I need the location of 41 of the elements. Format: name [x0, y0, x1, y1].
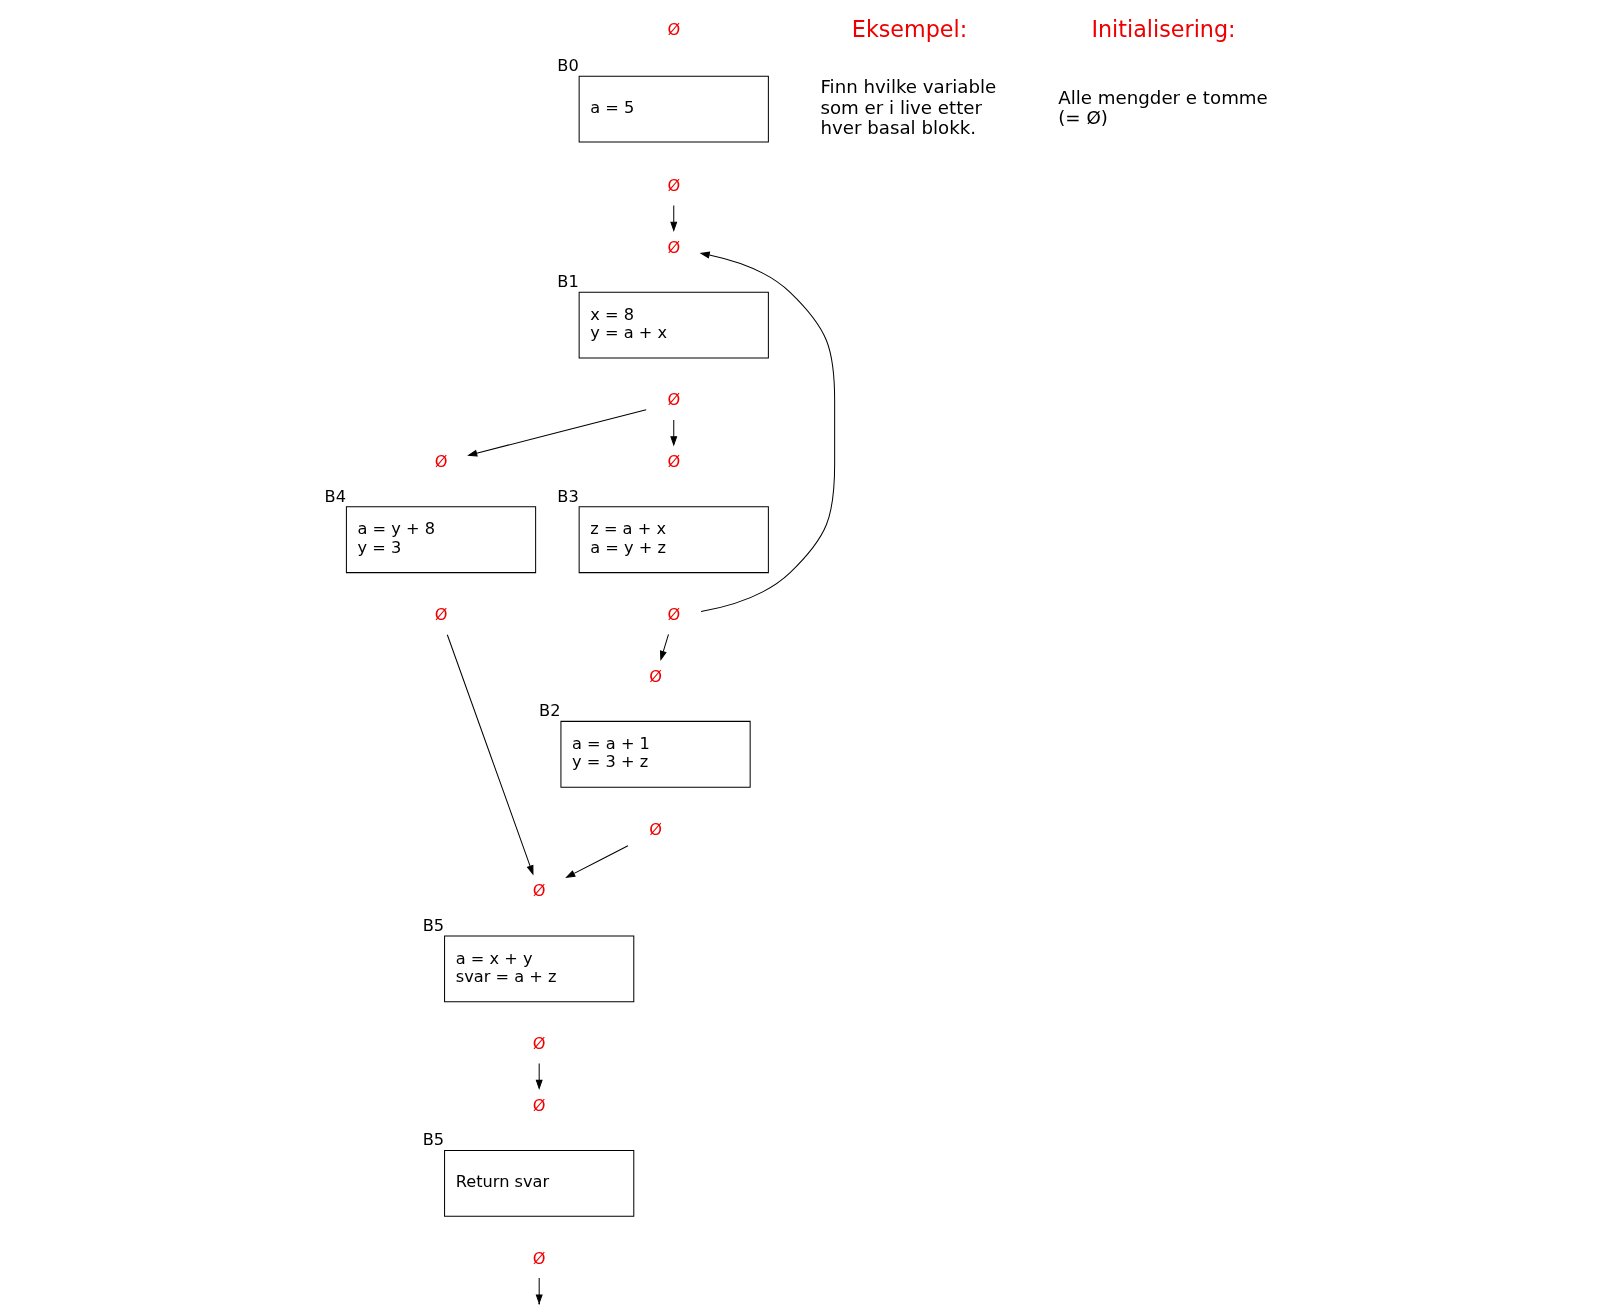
node-text: Ø [648, 819, 662, 839]
node-text: Ø [666, 237, 680, 257]
node-text: Ø [648, 666, 662, 686]
label: Eksempel: [851, 15, 967, 42]
node-box: Return svar [443, 1149, 634, 1217]
node-box: a = a + 1 y = 3 + z [559, 720, 751, 788]
node-text: Ø [532, 1095, 546, 1115]
label: Alle mengder e tomme (= Ø) [1057, 86, 1268, 128]
node-text: Ø [666, 604, 680, 624]
arrow [659, 633, 669, 661]
arrow [535, 1277, 543, 1305]
arrow [535, 1062, 543, 1090]
node-text: Ø [666, 451, 680, 471]
node-label: B3 [556, 486, 579, 506]
node-label: B0 [556, 55, 579, 75]
arrow [669, 204, 677, 232]
node-text: Ø [666, 175, 680, 195]
node-box: a = x + y svar = a + z [443, 934, 634, 1002]
node-text: Ø [434, 451, 447, 471]
node-box: a = y + 8 y = 3 [345, 505, 536, 573]
arrow [669, 418, 677, 446]
arrow [446, 633, 533, 875]
node-text: Ø [532, 880, 546, 900]
node-text: Ø [666, 389, 680, 409]
node-box: a = 5 [578, 75, 769, 143]
node-box: z = a + x a = y + z [578, 505, 769, 573]
arrow [466, 408, 647, 457]
node-text: Ø [434, 604, 447, 624]
node-label: B5 [422, 915, 444, 935]
label: Initialisering: [1090, 15, 1236, 42]
node-label: B5 [422, 1129, 444, 1149]
node-label: B1 [556, 271, 579, 291]
node-box: x = 8 y = a + x [578, 291, 769, 359]
node-text: Ø [532, 1033, 546, 1053]
node-label: B4 [324, 486, 346, 506]
node-label: B2 [538, 700, 560, 720]
label: Finn hvilke variable som er i live etter hver basal blokk. [819, 75, 996, 138]
node-text: Ø [532, 1248, 546, 1268]
arrow [564, 844, 628, 878]
label: Ø [666, 19, 680, 39]
arrow [699, 251, 835, 612]
